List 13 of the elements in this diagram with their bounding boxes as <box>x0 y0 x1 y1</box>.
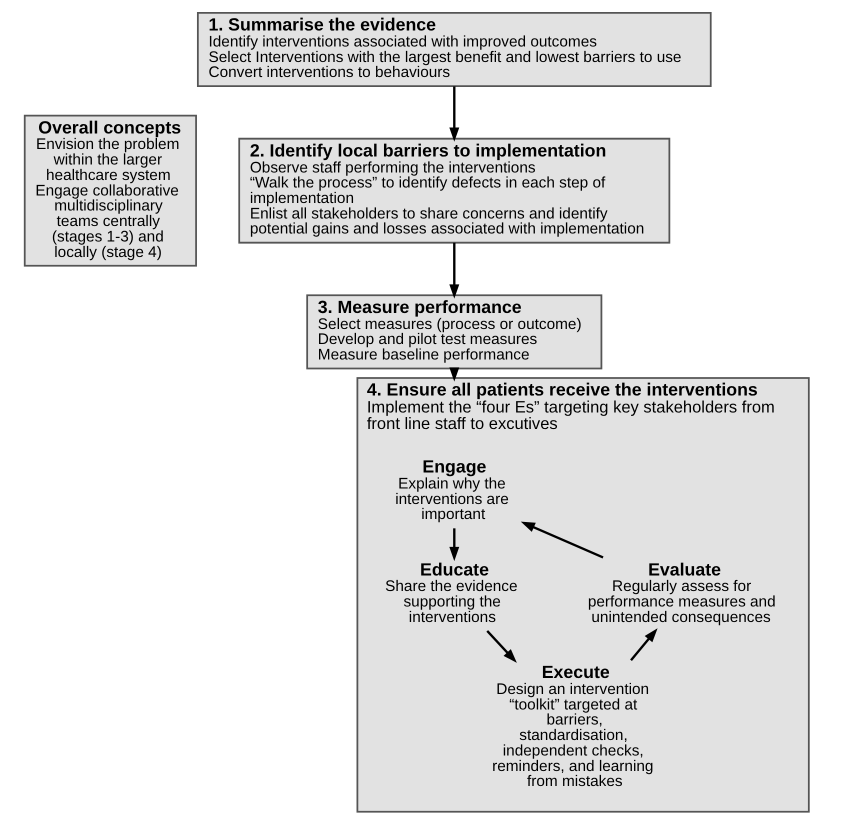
node-box: 1. Summarise the evidence Identify interventions associated with improved outcomes Select Interventions with the largest benefit and lowest barriers to use Convert interventions to behaviours <box>196 12 712 87</box>
arrow <box>448 528 459 562</box>
arrow <box>520 522 604 559</box>
arrow <box>448 86 459 142</box>
node-text: Evaluate Regularly assess for performance measures and unintended consequences <box>587 559 776 626</box>
arrow <box>630 628 658 661</box>
node-text: Execute Design an intervention “toolkit” targeted at barriers, standardisation, independent checks, reminders, and learning from mistakes <box>492 662 653 790</box>
node-text: Engage Explain why the interventions are important <box>394 456 508 524</box>
node-text: Educate Share the evidence supporting the interventions <box>384 559 518 626</box>
arrow <box>448 242 459 299</box>
arrow <box>486 630 516 663</box>
node-box: Overall concepts Envision the problem within the larger healthcare system Engage collaborative multidisciplinary teams centrally (stages 1-3) and locally (stage 4) <box>23 114 196 267</box>
node-box: 2. Identify local barriers to implementation Observe staff performing the interventions “Walk the process” to identify defects in each step of implementation Enlist all stakeholders to share concerns and identify potential gains and losses associated with implementation <box>238 138 670 244</box>
